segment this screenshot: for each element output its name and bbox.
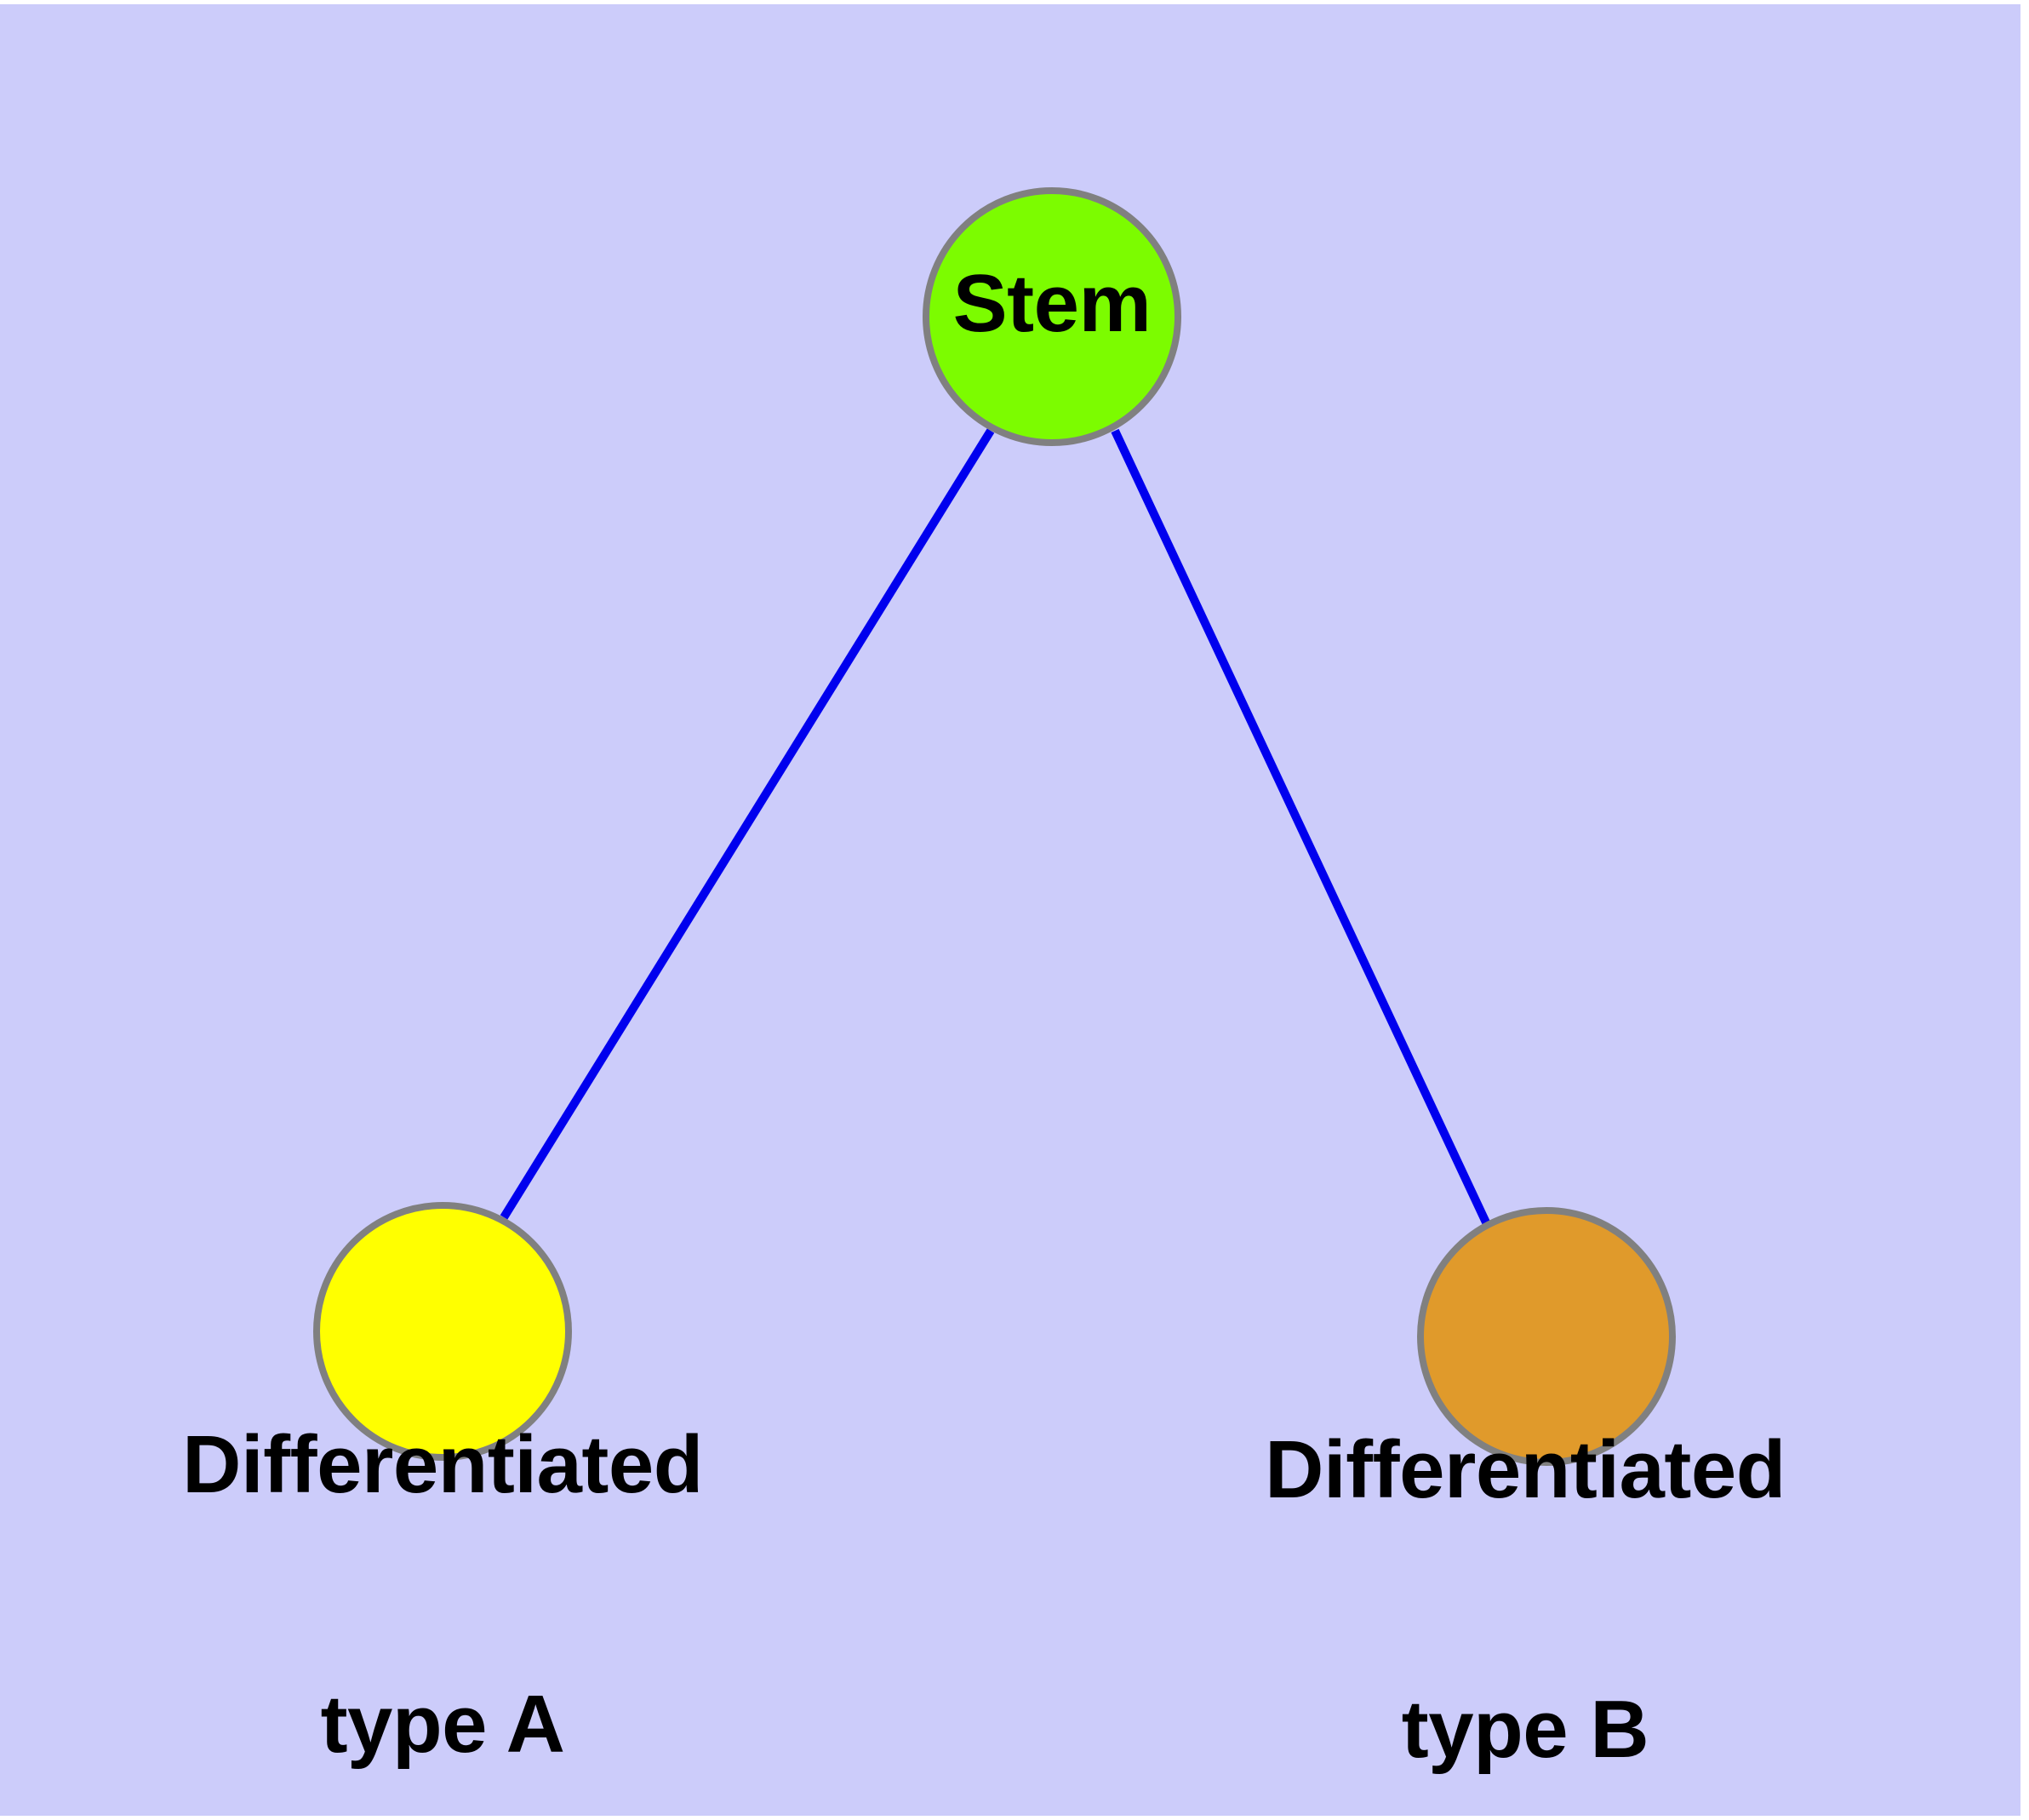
edge-layer [500, 428, 1490, 1225]
node-stem[interactable] [923, 187, 1181, 446]
node-diff-a[interactable] [313, 1202, 572, 1461]
edge-stem-diff-a [500, 428, 995, 1220]
node-diff-b[interactable] [1417, 1207, 1676, 1466]
edge-stem-diff-b [1111, 428, 1490, 1225]
node-layer [313, 187, 1676, 1466]
